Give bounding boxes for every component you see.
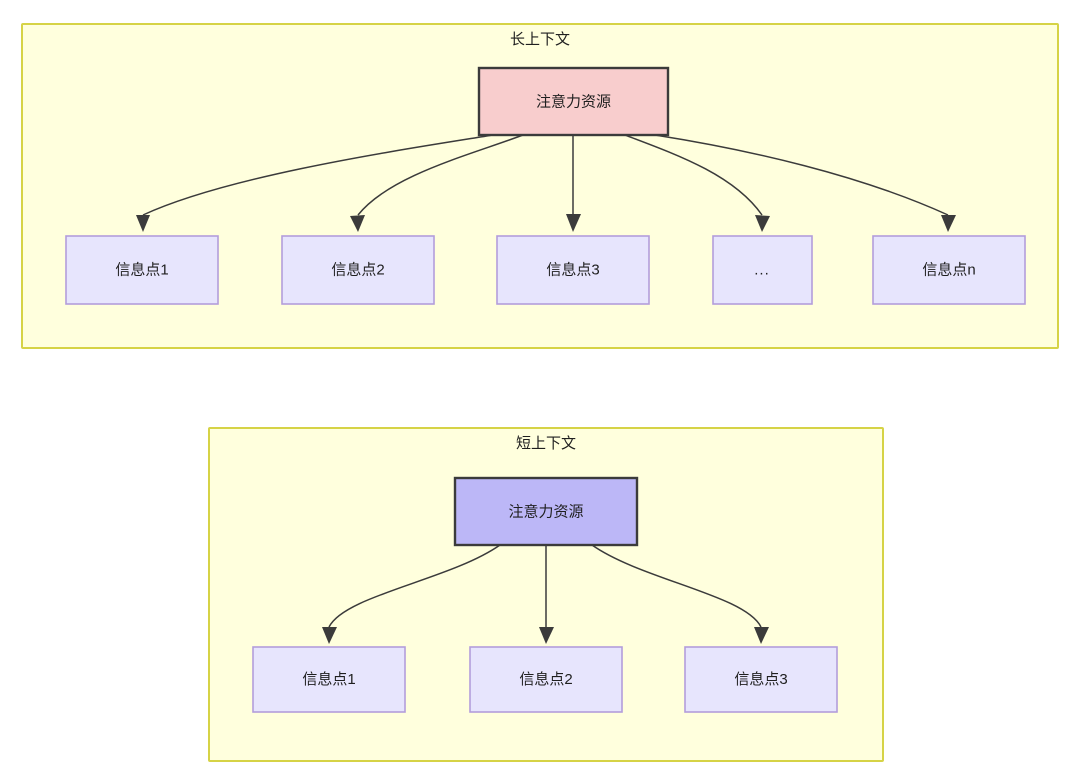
short-context-edges xyxy=(322,544,769,644)
short-info-node-1-rect[interactable] xyxy=(252,646,406,713)
info-node-3-label: 信息点3 xyxy=(546,261,599,278)
long-context-root-node[interactable]: 注意力资源 xyxy=(477,66,670,137)
short-context-root-label: 注意力资源 xyxy=(508,502,583,520)
arrow-head-info-5 xyxy=(941,215,956,232)
info-node-3[interactable]: 信息点3 xyxy=(496,235,650,305)
info-node-1[interactable]: 信息点1 xyxy=(65,235,219,305)
edge-short-root-to-info-3 xyxy=(591,544,762,628)
info-node-ellipsis-rect[interactable] xyxy=(712,235,813,305)
long-context-title: 长上下文 xyxy=(510,31,570,48)
long-context-root-label: 注意力资源 xyxy=(536,92,611,110)
edge-short-root-to-info-1 xyxy=(328,544,501,628)
edge-root-to-info-1 xyxy=(142,134,494,216)
short-info-node-1[interactable]: 信息点1 xyxy=(252,646,406,713)
short-context-root-rect[interactable] xyxy=(453,476,639,547)
info-node-1-label: 信息点1 xyxy=(115,261,168,278)
arrow-head-short-info-1 xyxy=(322,627,337,644)
info-node-ellipsis-label: ... xyxy=(754,261,770,278)
info-node-2-label: 信息点2 xyxy=(331,261,384,278)
edge-root-to-info-2 xyxy=(357,134,524,216)
info-node-n-rect[interactable] xyxy=(872,235,1026,305)
arrow-head-info-2 xyxy=(350,215,365,232)
short-info-node-3-rect[interactable] xyxy=(684,646,838,713)
arrow-head-info-4 xyxy=(755,215,770,232)
info-node-1-rect[interactable] xyxy=(65,235,219,305)
arrow-head-info-3 xyxy=(566,214,581,232)
info-node-2-rect[interactable] xyxy=(281,235,435,305)
long-context-root-rect[interactable] xyxy=(477,66,670,137)
short-context-root-node[interactable]: 注意力资源 xyxy=(453,476,639,547)
long-context-child-nodes: 信息点1 信息点2 信息点3 ... 信息点n xyxy=(65,235,1026,305)
info-node-n[interactable]: 信息点n xyxy=(872,235,1026,305)
diagram-short-context: 短上下文 注意力资源 信息点1 xyxy=(208,427,884,762)
short-info-node-3-label: 信息点3 xyxy=(734,671,787,688)
edge-root-to-info-4 xyxy=(624,134,763,216)
info-node-n-label: 信息点n xyxy=(922,261,975,278)
info-node-ellipsis[interactable]: ... xyxy=(712,235,813,305)
info-node-2[interactable]: 信息点2 xyxy=(281,235,435,305)
arrow-head-short-info-3 xyxy=(754,627,769,644)
short-info-node-3[interactable]: 信息点3 xyxy=(684,646,838,713)
long-context-edges xyxy=(136,134,956,232)
short-info-node-1-label: 信息点1 xyxy=(302,671,355,688)
short-info-node-2-rect[interactable] xyxy=(469,646,623,713)
short-context-child-nodes: 信息点1 信息点2 信息点3 xyxy=(252,646,838,713)
short-info-node-2[interactable]: 信息点2 xyxy=(469,646,623,713)
short-context-title: 短上下文 xyxy=(516,435,576,452)
arrow-head-short-info-2 xyxy=(539,627,554,644)
short-info-node-2-label: 信息点2 xyxy=(519,671,572,688)
arrow-head-info-1 xyxy=(136,215,150,232)
edge-root-to-info-5 xyxy=(654,134,949,216)
diagram-long-context: 长上下文 注意力资源 xyxy=(21,23,1059,349)
info-node-3-rect[interactable] xyxy=(496,235,650,305)
